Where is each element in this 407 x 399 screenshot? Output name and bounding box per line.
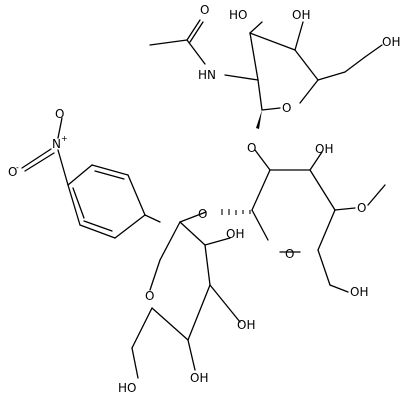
label-carbonyl-o: O [200, 3, 209, 17]
label-nitro-o-minus: O [8, 165, 17, 179]
label-glyco-o-2: O [198, 207, 207, 221]
nitro-group [21, 117, 69, 186]
label-bottom-ho: HO [118, 381, 136, 395]
label-nitro-plus: + [61, 134, 68, 143]
bottom-ring-substituents [131, 237, 241, 379]
glycosidic-bond-1 [254, 110, 271, 171]
label-top-ch2oh: OH [382, 35, 400, 49]
label-top-oh-right: OH [292, 8, 310, 22]
aryl-bond [144, 214, 161, 223]
label-bottom-ring-o: O [145, 289, 154, 303]
label-mid-ch2oh: OH [350, 285, 368, 299]
label-nh: HN [198, 68, 216, 82]
label-mid-oh: OH [315, 142, 333, 156]
label-nitro-minus: - [16, 163, 19, 172]
label-bottom-oh-1: OH [226, 227, 244, 241]
label-methoxy-o: O [357, 201, 366, 215]
benzene-ring [67, 164, 146, 239]
label-nitro-n: N [52, 137, 61, 151]
label-bottom-oh-3: OH [190, 371, 208, 385]
ring-top [249, 32, 319, 111]
middle-ring-substituents [309, 151, 386, 293]
label-nitro-o-top: O [55, 107, 64, 121]
label-top-ring-o: O [282, 101, 291, 115]
acetamido-group [149, 19, 259, 81]
label-bottom-oh-2: OH [237, 318, 255, 332]
glycosidic-bond-2-hash [179, 209, 251, 223]
label-glyco-o-1: O [247, 141, 256, 155]
top-ring-substituents [249, 21, 383, 81]
label-top-ho-left: HO [229, 8, 247, 22]
label-mid-ring-o: O [285, 247, 294, 261]
ring-middle [251, 169, 336, 253]
ring-bottom [149, 221, 211, 341]
